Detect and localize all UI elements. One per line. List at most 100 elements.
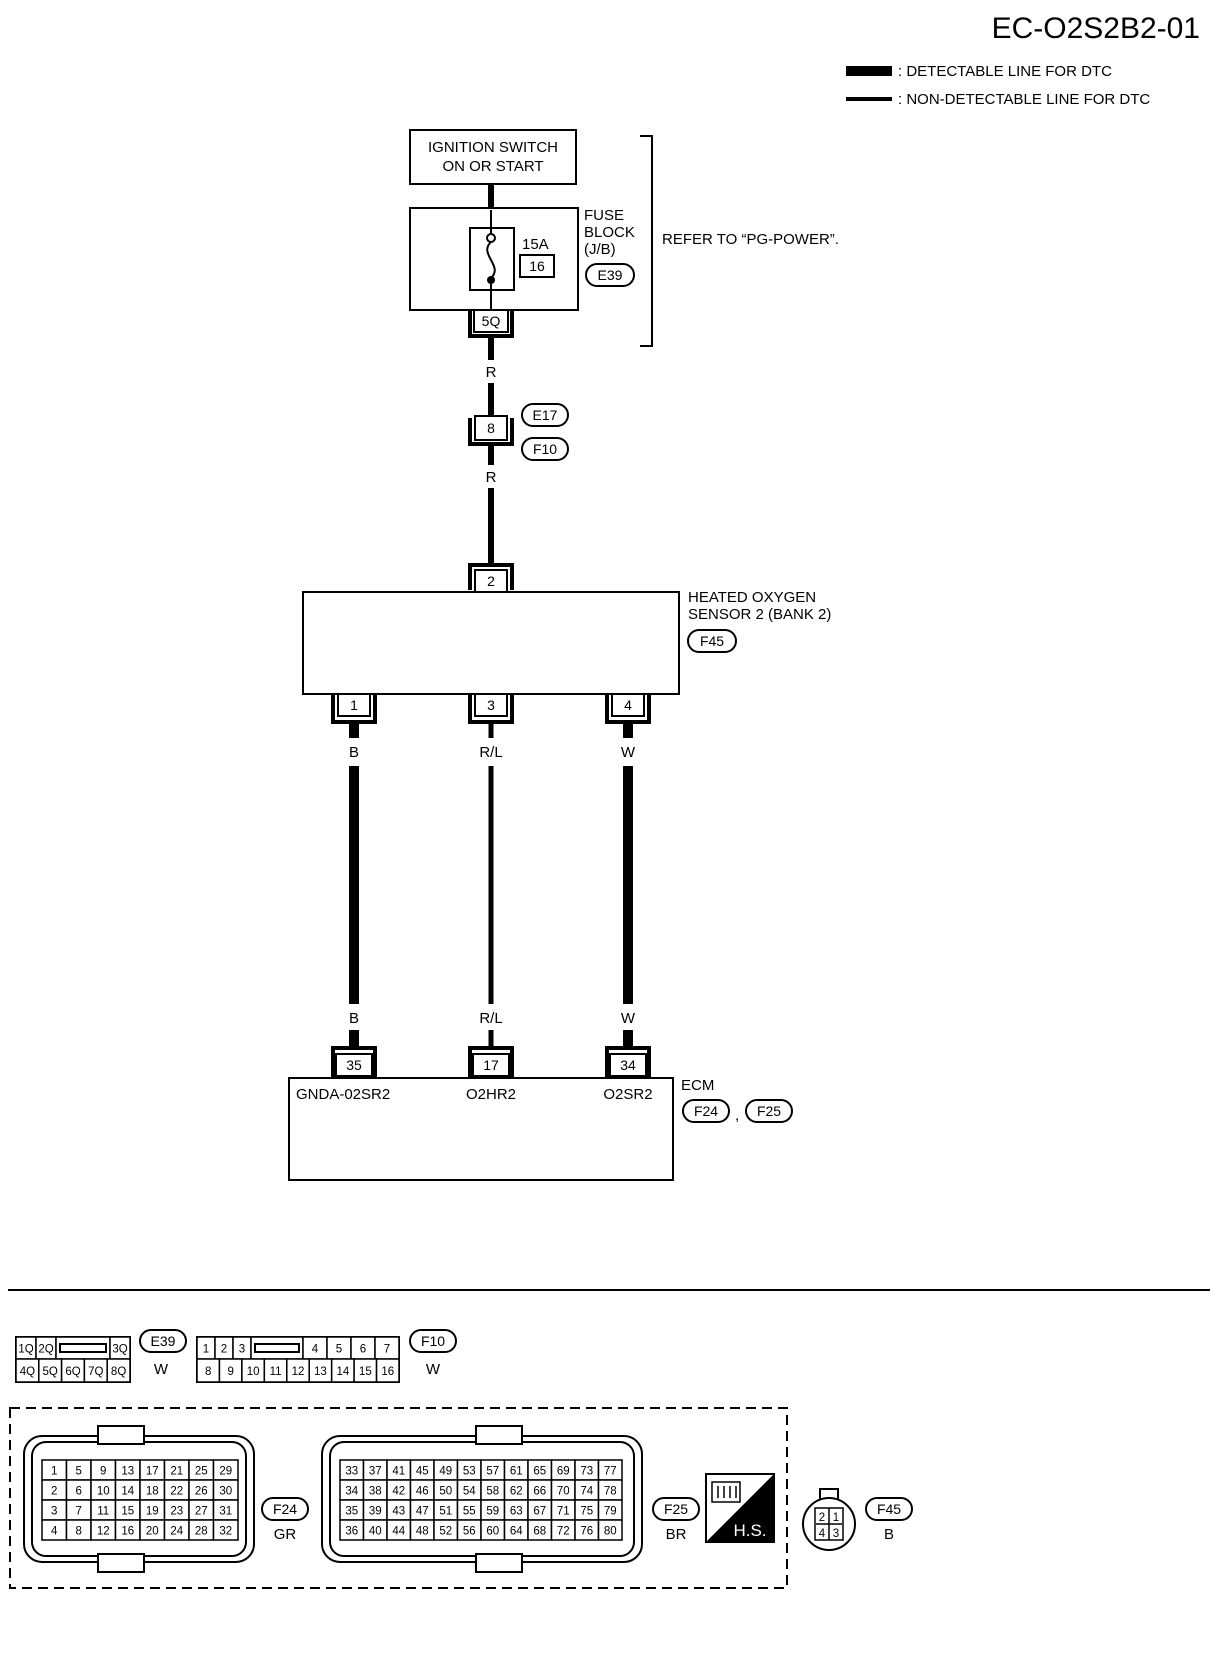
wire-color-r-top: R bbox=[486, 364, 497, 381]
f25-cavity: 58 bbox=[486, 1486, 499, 1498]
f24-cavity: 8 bbox=[76, 1526, 82, 1538]
junction-conn-f10: F10 bbox=[533, 441, 557, 457]
f45-pin-3: 3 bbox=[833, 1528, 839, 1540]
f24-cavity: 15 bbox=[121, 1506, 134, 1518]
sensor-pin-1: 1 bbox=[350, 697, 358, 713]
f10-cavity: 2 bbox=[221, 1344, 227, 1356]
junction-pin: 8 bbox=[487, 420, 495, 436]
f25-cavity: 71 bbox=[557, 1506, 570, 1518]
refer-bracket: REFER TO “PG-POWER”. bbox=[640, 135, 839, 347]
f10-cavity: 9 bbox=[227, 1366, 233, 1378]
f10-color: W bbox=[426, 1361, 441, 1378]
f24-cavity: 29 bbox=[219, 1466, 232, 1478]
sensor-pin-3: 3 bbox=[487, 697, 495, 713]
f25-color: BR bbox=[666, 1526, 687, 1543]
connector-blank-cavity bbox=[59, 1343, 107, 1353]
ecm-connectors-frame bbox=[9, 1407, 788, 1589]
non-detectable-line-swatch bbox=[846, 97, 892, 101]
f24-cavity: 27 bbox=[195, 1506, 208, 1518]
e39-color: W bbox=[154, 1361, 169, 1378]
ecm-pin-34: 34 bbox=[620, 1057, 636, 1073]
f24-cavity: 5 bbox=[76, 1466, 82, 1478]
fuse-block-label-2: BLOCK bbox=[584, 224, 635, 241]
f25-cavity: 48 bbox=[416, 1526, 429, 1538]
wire-color-r-mid: R bbox=[486, 469, 497, 486]
f25-cavity: 72 bbox=[557, 1526, 570, 1538]
f25-cavity: 77 bbox=[604, 1466, 617, 1478]
f25-cavity: 57 bbox=[486, 1466, 499, 1478]
e39-cavity: 3Q bbox=[112, 1344, 127, 1356]
f24-cavity: 18 bbox=[146, 1486, 159, 1498]
f24-cavity: 10 bbox=[97, 1486, 110, 1498]
f10-cavity: 15 bbox=[359, 1366, 372, 1378]
f24-cavity: 3 bbox=[51, 1506, 57, 1518]
f25-cavity: 62 bbox=[510, 1486, 523, 1498]
sensor-label-2: SENSOR 2 (BANK 2) bbox=[688, 606, 831, 623]
f25-cavity: 70 bbox=[557, 1486, 570, 1498]
wire-color-w-top: W bbox=[621, 744, 636, 761]
f24-cavity: 19 bbox=[146, 1506, 159, 1518]
legend-non-detectable: : NON-DETECTABLE LINE FOR DTC bbox=[898, 91, 1150, 108]
f25-cavity: 33 bbox=[345, 1466, 358, 1478]
f25-cavity: 55 bbox=[463, 1506, 476, 1518]
f25-cavity: 61 bbox=[510, 1466, 523, 1478]
f25-cavity: 69 bbox=[557, 1466, 570, 1478]
wire-color-b-bottom: B bbox=[349, 1010, 359, 1027]
hs-label: H.S. bbox=[733, 1521, 766, 1540]
f10-cavity: 8 bbox=[205, 1366, 211, 1378]
f10-cavity: 16 bbox=[381, 1366, 394, 1378]
e39-id: E39 bbox=[151, 1333, 176, 1349]
ecm-signal-o2sr2: O2SR2 bbox=[603, 1086, 652, 1103]
wire-color-rl-top: R/L bbox=[479, 744, 502, 761]
f25-cavity: 80 bbox=[604, 1526, 617, 1538]
f25-cavity: 44 bbox=[392, 1526, 405, 1538]
f10-cavity: 3 bbox=[239, 1344, 245, 1356]
f25-cavity: 41 bbox=[392, 1466, 405, 1478]
f24-cavity: 6 bbox=[76, 1486, 82, 1498]
f25-cavity: 65 bbox=[533, 1466, 546, 1478]
f24-cavity: 9 bbox=[100, 1466, 106, 1478]
f25-cavity: 45 bbox=[416, 1466, 429, 1478]
e39-cavity: 2Q bbox=[38, 1344, 53, 1356]
sensor-label-1: HEATED OXYGEN bbox=[688, 589, 816, 606]
f24-id: F24 bbox=[273, 1501, 297, 1517]
f25-cavity: 75 bbox=[580, 1506, 593, 1518]
heated-oxygen-sensor: 2 HEATED OXYGEN SENSOR 2 (BANK 2) F45 1 … bbox=[302, 563, 831, 724]
f24-cavity: 16 bbox=[121, 1526, 134, 1538]
fuse-amps: 15A bbox=[522, 236, 549, 253]
connector-blank-cavity bbox=[254, 1343, 300, 1353]
f25-cavity: 54 bbox=[463, 1486, 476, 1498]
f24-cavity: 31 bbox=[219, 1506, 232, 1518]
f24-cavity: 24 bbox=[170, 1526, 183, 1538]
legend-detectable: : DETECTABLE LINE FOR DTC bbox=[898, 63, 1112, 80]
wire-color-b-top: B bbox=[349, 744, 359, 761]
f45-pin-1: 1 bbox=[833, 1512, 839, 1524]
f25-cavity: 79 bbox=[604, 1506, 617, 1518]
f25-cavity: 53 bbox=[463, 1466, 476, 1478]
f24-cavity: 30 bbox=[219, 1486, 232, 1498]
f25-cavity: 46 bbox=[416, 1486, 429, 1498]
f25-cavity: 64 bbox=[510, 1526, 523, 1538]
f10-cavity: 4 bbox=[312, 1344, 319, 1356]
f10-id: F10 bbox=[421, 1333, 445, 1349]
f25-cavity: 67 bbox=[533, 1506, 546, 1518]
ignition-label-2: ON OR START bbox=[442, 158, 543, 175]
f25-cavity: 68 bbox=[533, 1526, 546, 1538]
f24-cavity: 23 bbox=[170, 1506, 183, 1518]
f24-cavity: 28 bbox=[195, 1526, 208, 1538]
f25-cavity: 43 bbox=[392, 1506, 405, 1518]
f10-cavity: 10 bbox=[247, 1366, 260, 1378]
junction-connector: 8 E17 F10 bbox=[468, 403, 569, 461]
fuse-block-connector-id: E39 bbox=[598, 267, 623, 283]
f25-cavity: 73 bbox=[580, 1466, 593, 1478]
f24-cavity: 13 bbox=[121, 1466, 134, 1478]
f24-cavity: 25 bbox=[195, 1466, 208, 1478]
harness-side-icon: H.S. bbox=[705, 1473, 775, 1543]
diagram-title: EC-O2S2B2-01 bbox=[992, 12, 1200, 45]
f25-cavity: 74 bbox=[580, 1486, 593, 1498]
f25-cavity: 35 bbox=[345, 1506, 358, 1518]
ecm-conn-f25: F25 bbox=[757, 1103, 781, 1119]
